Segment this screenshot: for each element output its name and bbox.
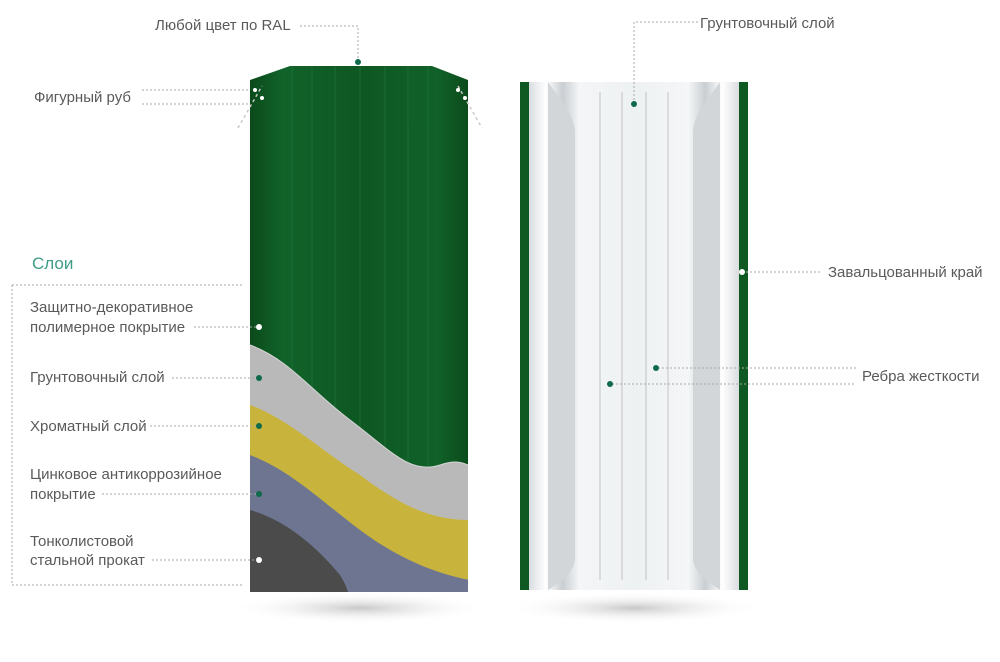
label-zinc-line1: Цинковое антикоррозийное — [30, 466, 222, 483]
back-shadow — [504, 592, 764, 624]
label-polymer-line2: полимерное покрытие — [30, 319, 186, 336]
label-polymer-line1: Защитно-декоративное — [30, 299, 194, 316]
label-primer: Грунтовочный слой — [30, 369, 165, 386]
label-chromate: Хроматный слой — [30, 418, 147, 435]
layers-title: Слои — [32, 254, 74, 273]
label-ral: Любой цвет по RAL — [155, 17, 291, 34]
leader-lines — [11, 21, 856, 586]
label-zinc-line2: покрытие — [30, 486, 96, 503]
back-picket — [520, 82, 748, 590]
label-steel-line2: стальной прокат — [30, 552, 145, 569]
callout-dots — [256, 59, 745, 563]
label-ribs: Ребра жесткости — [862, 368, 980, 385]
label-primer-top: Грунтовочный слой — [700, 15, 835, 32]
label-steel-line1: Тонколистовой — [30, 533, 134, 550]
layer-steel — [250, 510, 350, 592]
front-shadow — [230, 592, 490, 624]
label-figured-edge: Фигурный руб — [34, 89, 131, 106]
label-rolled-edge: Завальцованный край — [828, 264, 983, 281]
front-picket — [250, 66, 468, 592]
